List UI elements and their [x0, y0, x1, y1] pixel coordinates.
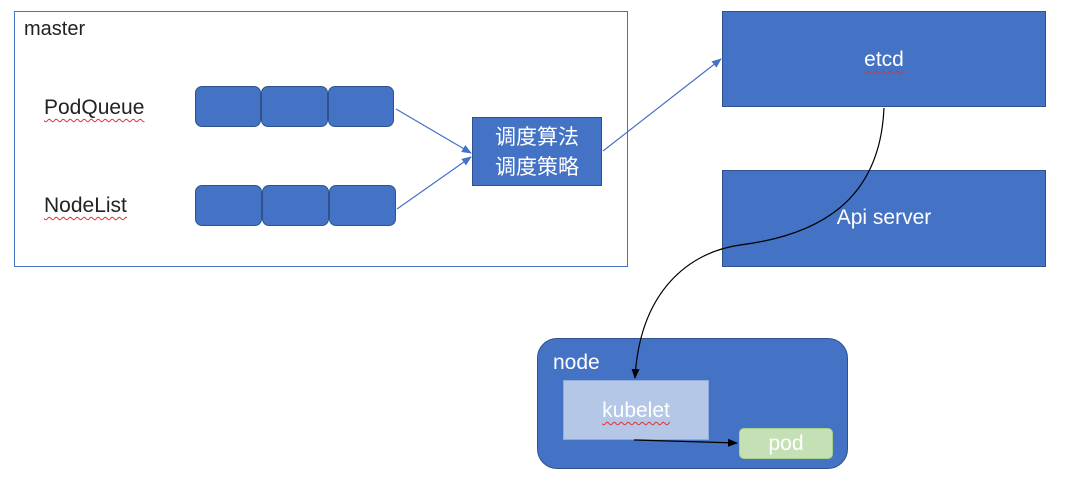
etcd-box: etcd [722, 11, 1046, 107]
node-label: node [553, 351, 600, 374]
pod-box: pod [739, 428, 833, 459]
scheduler-to-etcd-arrow [602, 58, 722, 152]
api-server-box: Api server [722, 170, 1046, 267]
etcd-label: etcd [864, 48, 904, 71]
nodelist-cell-3 [329, 185, 396, 226]
scheduler-box: 调度算法 调度策略 [472, 117, 602, 186]
etcd-to-kubelet-connector [631, 107, 885, 379]
kubelet-to-pod-arrow [633, 438, 738, 447]
master-label: master [24, 18, 86, 40]
nodelist-label: NodeList [44, 194, 127, 217]
nodelist-to-scheduler-arrow [396, 156, 472, 210]
api-server-label: Api server [836, 206, 932, 229]
kubelet-label: kubelet [602, 399, 670, 422]
podqueue-label: PodQueue [44, 96, 145, 119]
scheduler-policy-label: 调度策略 [495, 154, 579, 179]
nodelist-cell-1 [195, 185, 262, 226]
podqueue-cell-1 [195, 86, 261, 127]
scheduler-algorithm-label: 调度算法 [495, 124, 579, 149]
podqueue-cell-3 [328, 86, 394, 127]
podqueue-cell-2 [261, 86, 328, 127]
podqueue-to-scheduler-arrow [395, 108, 472, 154]
pod-label: pod [768, 432, 804, 455]
nodelist-cell-2 [262, 185, 329, 226]
kubelet-box: kubelet [563, 380, 709, 440]
